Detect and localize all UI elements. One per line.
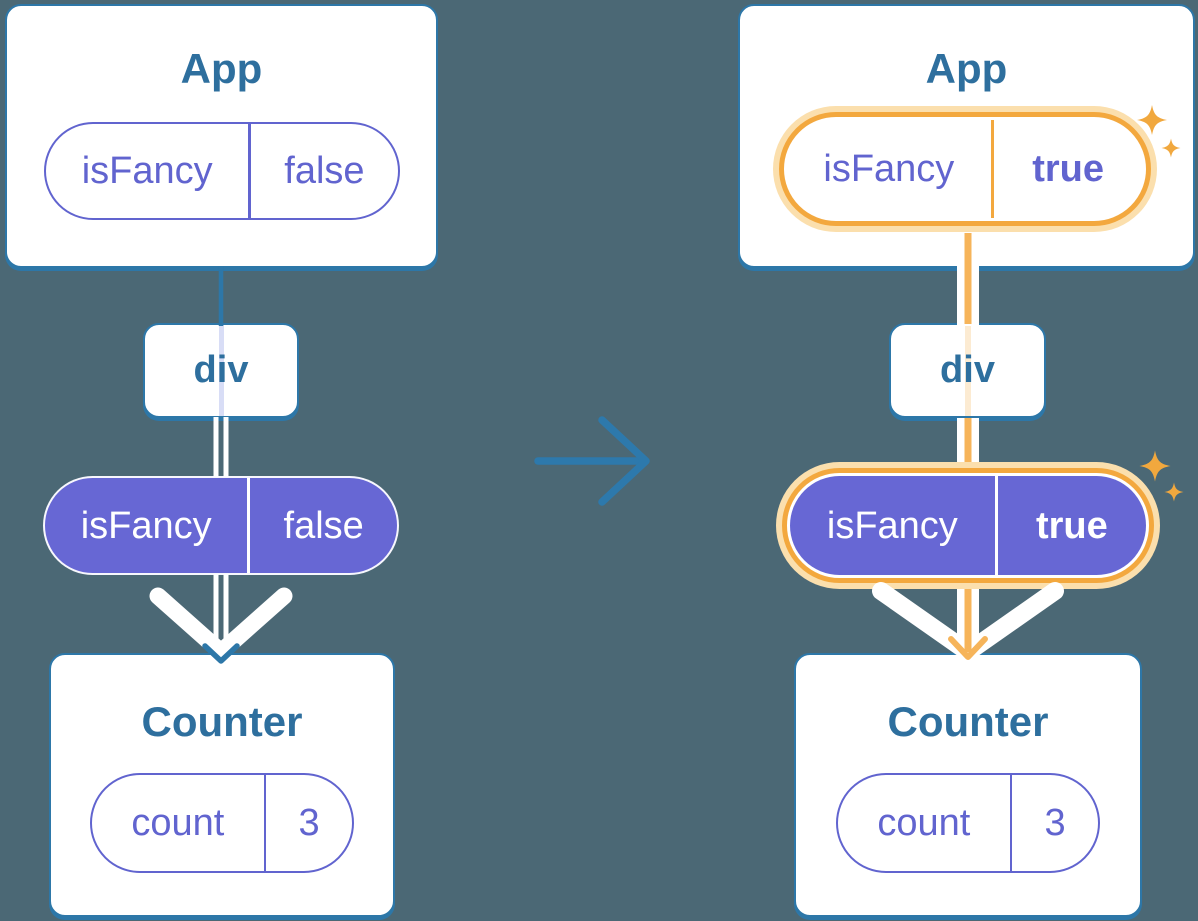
counter-card: Counter count 3 [794, 653, 1142, 917]
state-pill: count 3 [90, 773, 354, 873]
counter-card: Counter count 3 [49, 653, 395, 917]
component-title: App [180, 45, 263, 92]
sparkle-icon [1164, 482, 1184, 502]
pill-divider [248, 124, 251, 218]
passed-prop-pill: isFancy false [43, 476, 399, 575]
flow-chevron-icon [149, 587, 293, 661]
state-value: 3 [298, 802, 320, 844]
pill-divider [263, 775, 267, 871]
div-label: div [940, 349, 995, 391]
app-card: App isFancy false [5, 4, 438, 268]
pill-divider [247, 478, 251, 573]
highlight-ring: isFancy true [782, 468, 1154, 583]
prop-value: true [1035, 504, 1108, 547]
pill-divider [994, 476, 998, 575]
state-value: 3 [1044, 802, 1066, 844]
prop-name: isFancy [823, 148, 955, 190]
passed-prop-pill: isFancy true [790, 476, 1146, 575]
state-name: count [131, 802, 225, 844]
prop-passthrough-line [218, 325, 224, 416]
state-name: count [877, 802, 971, 844]
component-title: Counter [887, 698, 1049, 745]
prop-name: isFancy [80, 504, 212, 547]
div-card: div [889, 323, 1046, 418]
state-pill: count 3 [836, 773, 1100, 873]
flow-chevron-icon [872, 582, 1064, 661]
component-title: Counter [141, 698, 303, 745]
prop-passthrough-line [964, 325, 971, 416]
transition-arrow-icon [534, 416, 650, 506]
prop-pill: isFancy true [786, 120, 1143, 218]
div-card: div [143, 323, 299, 418]
component-title: App [925, 45, 1008, 92]
prop-name: isFancy [81, 150, 213, 192]
app-card: App isFancy true [738, 4, 1195, 268]
div-label: div [193, 349, 249, 391]
prop-name: isFancy [826, 504, 958, 547]
prop-value: false [284, 150, 365, 192]
prop-pill: isFancy false [44, 122, 400, 220]
prop-value: false [283, 504, 364, 547]
highlight-ring: isFancy true [778, 112, 1151, 226]
prop-value: true [1032, 148, 1104, 190]
pill-divider [1009, 775, 1013, 871]
sparkle-icon [1139, 450, 1171, 482]
pill-divider [991, 120, 994, 218]
